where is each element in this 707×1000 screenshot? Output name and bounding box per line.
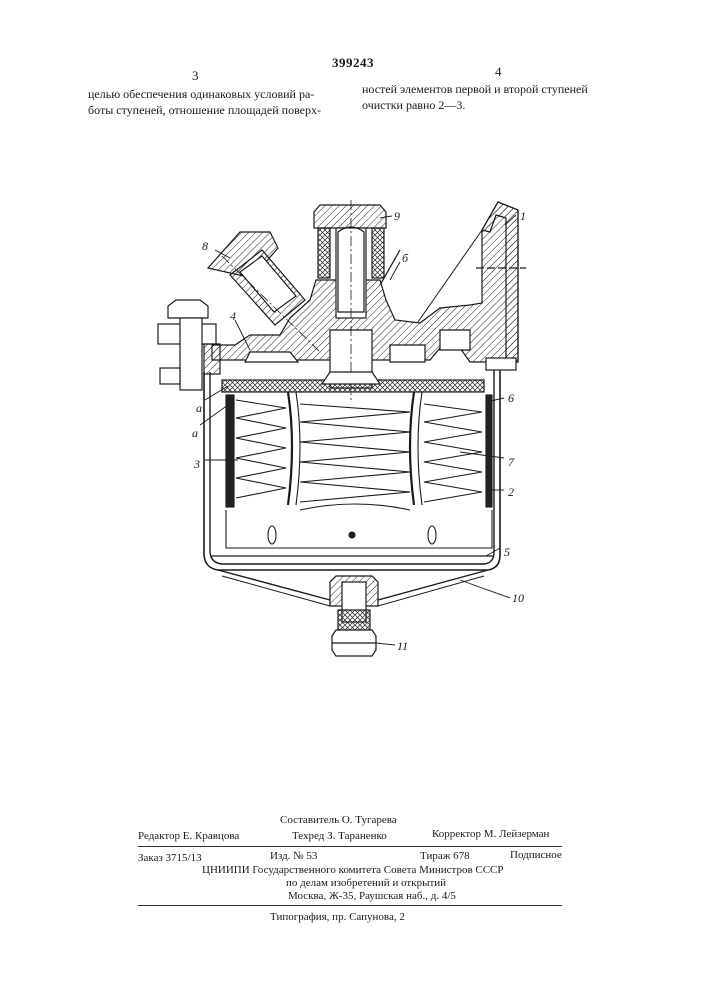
- address: Москва, Ж-35, Раушская наб., д. 4/5: [288, 889, 456, 903]
- label-5: 5: [504, 545, 510, 559]
- label-6: 6: [508, 391, 514, 405]
- cover-plate: [222, 372, 484, 392]
- izd: Изд. № 53: [270, 849, 317, 863]
- label-6-top: б: [402, 251, 409, 265]
- tirazh: Тираж 678: [420, 849, 470, 863]
- label-4: 4: [230, 309, 236, 323]
- drain-plug: [330, 576, 378, 656]
- text-line: очистки равно 2—3.: [362, 97, 637, 113]
- label-7: 7: [508, 455, 515, 469]
- column-number-left: 3: [192, 68, 199, 84]
- column-number-right: 4: [495, 64, 502, 80]
- label-1: 1: [520, 209, 526, 223]
- text-line: целью обеспечения одинаковых условий ра-: [88, 86, 338, 102]
- label-8: 8: [202, 239, 208, 253]
- filter-drawing: 9 1 б 8 4 а а 3 6 7 2 5 10 11: [150, 195, 550, 665]
- compiler: Составитель О. Тугарева: [280, 813, 397, 827]
- divider: [138, 905, 562, 906]
- corrector: Корректор М. Лейзерман: [432, 827, 549, 841]
- patent-number: 399243: [332, 55, 374, 71]
- order: Заказ 3715/13: [138, 851, 202, 865]
- label-11: 11: [397, 639, 408, 653]
- printing-house: Типография, пр. Сапунова, 2: [270, 910, 405, 924]
- editor: Редактор Е. Кравцова: [138, 829, 239, 843]
- divider: [138, 846, 562, 847]
- label-10: 10: [512, 591, 524, 605]
- filter-housing: [204, 360, 500, 606]
- body-text-right: ностей элементов первой и второй ступене…: [362, 81, 637, 113]
- text-line: ностей элементов первой и второй ступене…: [362, 81, 637, 97]
- label-3: 3: [193, 457, 200, 471]
- label-a-2: а: [192, 426, 198, 440]
- organization-dept: по делам изобретений и открытий: [286, 876, 446, 890]
- text-line: боты ступеней, отношение площадей поверх…: [88, 102, 338, 118]
- podpisnoe: Подписное: [510, 848, 562, 862]
- techred: Техред З. Тараненко: [292, 829, 387, 843]
- body-text-left: целью обеспечения одинаковых условий ра-…: [88, 86, 338, 118]
- organization: ЦНИИПИ Государственного комитета Совета …: [202, 863, 504, 877]
- label-2: 2: [508, 485, 514, 499]
- label-a-1: а: [196, 401, 202, 415]
- filter-elements: [210, 392, 494, 556]
- label-9: 9: [394, 209, 400, 223]
